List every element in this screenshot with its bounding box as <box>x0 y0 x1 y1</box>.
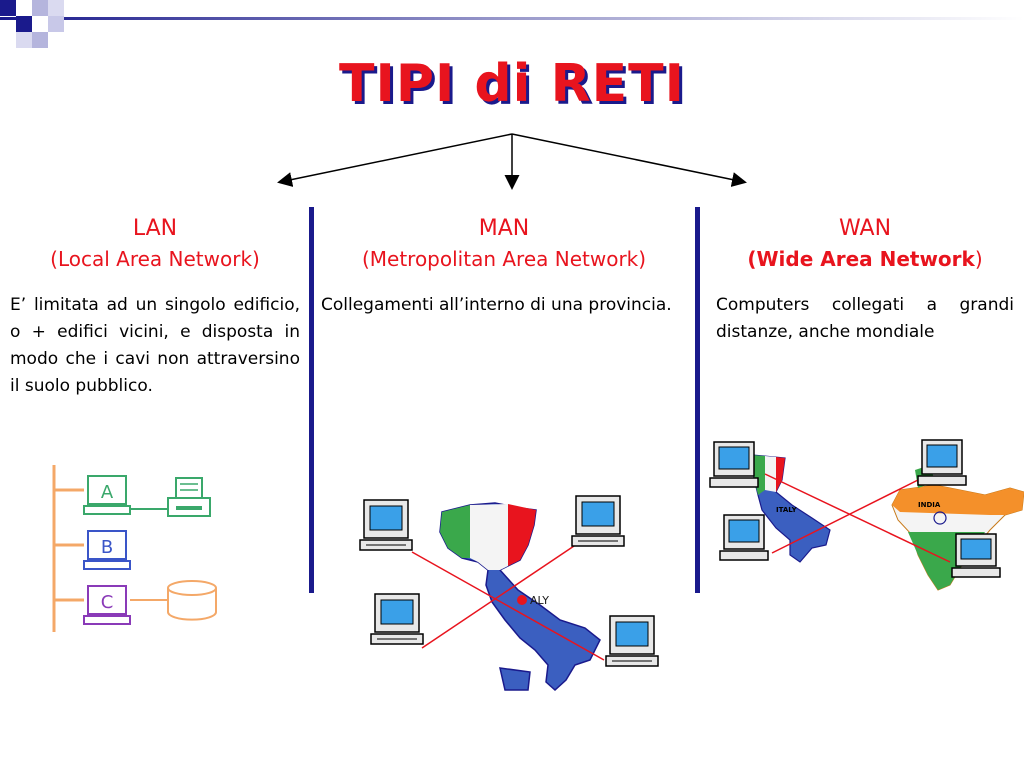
wan-heading: WAN <box>838 216 892 241</box>
corner-decoration <box>0 0 1024 48</box>
slide-title: TIPI di RETI <box>339 54 685 114</box>
lan-node-b: B <box>83 530 131 570</box>
lan-diagram: A B C <box>52 465 217 632</box>
lan-node-b-label: B <box>101 537 113 558</box>
divider-right <box>695 207 700 593</box>
computer-icon <box>359 499 413 551</box>
computer-icon <box>917 439 967 486</box>
printer-icon <box>167 477 211 517</box>
wan-description: Computers collegati a grandi distanze, a… <box>716 295 1014 342</box>
database-icon <box>167 580 217 621</box>
man-map-label: ALY <box>530 594 549 607</box>
lan-heading: LAN <box>132 216 178 241</box>
italy-map <box>751 454 831 563</box>
wan-label-india: INDIA <box>918 501 941 509</box>
lan-node-a-label: A <box>101 482 114 503</box>
computer-icon <box>370 593 424 645</box>
column-wan: WAN (Wide Area Network) Computers colleg… <box>716 214 1014 346</box>
wan-subtitle: (Wide Area Network) <box>716 244 1014 274</box>
lan-node-c: C <box>83 585 131 625</box>
wan-label-italy: ITALY <box>776 506 798 514</box>
wan-subtitle-close: ) <box>974 247 983 271</box>
lan-node-a: A <box>83 475 131 515</box>
lan-node-c-label: C <box>101 592 114 613</box>
column-man: MAN (Metropolitan Area Network) Collegam… <box>321 214 687 319</box>
computer-icon <box>605 615 659 667</box>
computer-icon <box>951 533 1001 578</box>
wan-map-illustration: ITALY INDIA <box>709 439 1024 591</box>
wan-subtitle-main: (Wide Area Network <box>747 247 975 271</box>
divider-left <box>309 207 314 593</box>
computer-icon <box>709 441 759 488</box>
computer-icon <box>719 514 769 561</box>
lan-description: E’ limitata ad un singolo edificio, o + … <box>10 295 300 396</box>
lan-subtitle: (Local Area Network) <box>50 247 260 271</box>
branch-arrows <box>277 133 747 190</box>
column-lan: LAN (Local Area Network) E’ limitata ad … <box>10 214 300 400</box>
computer-icon <box>571 495 625 547</box>
man-subtitle: (Metropolitan Area Network) <box>361 247 647 271</box>
man-map-illustration: ALY <box>359 495 659 692</box>
man-heading: MAN <box>478 216 530 241</box>
man-description: Collegamenti all’interno di una provinci… <box>321 295 672 315</box>
